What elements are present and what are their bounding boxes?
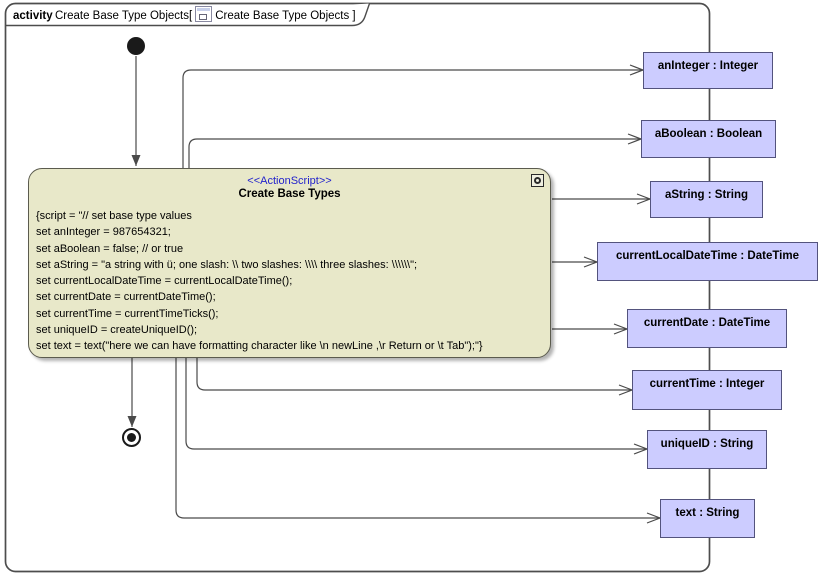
activity-final-node[interactable]	[122, 428, 141, 447]
script-line: set aString = "a string with ü; one slas…	[36, 258, 418, 271]
filled-arrowhead-action-to-final	[127, 416, 137, 427]
object-node-currentTime[interactable]: currentTime : Integer	[632, 370, 782, 410]
activity-keyword: activity	[13, 10, 53, 22]
script-line: set aBoolean = false; // or true	[36, 242, 184, 255]
behavior-icon-ring	[534, 177, 541, 184]
object-node-label: aString : String	[664, 189, 749, 201]
action-stereotype: <<ActionScript>>	[247, 175, 332, 187]
edge-to-anInteger[interactable]	[182, 69, 643, 168]
script-line: set text = text("here we can have format…	[36, 340, 483, 353]
action-node-create-base-types[interactable]: <<ActionScript>> Create Base Types {scri…	[28, 168, 551, 358]
object-node-label: aBoolean : Boolean	[654, 128, 763, 140]
edge-to-uniqueID[interactable]	[185, 358, 647, 450]
frame-title: activity Create Base Type Objects[ Create…	[13, 6, 356, 22]
frame-title-tab-border	[5, 3, 371, 27]
edge-to-currentTime[interactable]	[196, 358, 632, 391]
behavior-icon	[531, 174, 544, 187]
object-node-label: uniqueID : String	[660, 438, 754, 450]
edge-to-aBoolean[interactable]	[188, 138, 641, 168]
object-node-text[interactable]: text : String	[660, 499, 755, 538]
action-name: Create Base Types	[238, 188, 341, 200]
script-line: set uniqueID = createUniqueID();	[36, 324, 198, 337]
script-line: set currentTime = currentTimeTicks();	[36, 307, 219, 320]
object-node-aString[interactable]: aString : String	[650, 181, 763, 218]
object-node-aBoolean[interactable]: aBoolean : Boolean	[641, 120, 776, 158]
script-line: set anInteger = 987654321;	[36, 226, 171, 239]
object-node-anInteger[interactable]: anInteger : Integer	[643, 52, 773, 89]
script-line: set currentLocalDateTime = currentLocalD…	[36, 275, 293, 288]
object-node-label: currentDate : DateTime	[643, 317, 771, 329]
object-node-label: currentLocalDateTime : DateTime	[616, 250, 799, 262]
filled-arrowhead-initial-to-action	[131, 155, 141, 166]
object-node-currentDate[interactable]: currentDate : DateTime	[627, 309, 787, 348]
object-node-currentLocalDateTime[interactable]: currentLocalDateTime : DateTime	[597, 242, 818, 281]
script-line: set currentDate = currentDateTime();	[36, 291, 216, 304]
activity-diagram-icon	[195, 6, 213, 22]
object-node-label: text : String	[675, 507, 740, 519]
action-script: {script = "// set base type values set an…	[29, 208, 550, 355]
frame-title-part1: Create Base Type Objects[	[54, 10, 193, 22]
initial-node[interactable]	[127, 37, 145, 55]
object-node-label: currentTime : Integer	[649, 378, 765, 390]
edge-to-text[interactable]	[175, 358, 660, 519]
activity-diagram-icon-bar	[197, 8, 211, 11]
activity-final-node-core	[127, 433, 136, 442]
object-node-label: anInteger : Integer	[657, 60, 759, 72]
object-node-uniqueID[interactable]: uniqueID : String	[647, 430, 767, 469]
script-line: {script = "// set base type values	[36, 210, 192, 222]
activity-diagram-icon-glyph	[199, 14, 208, 20]
frame-title-part2: Create Base Type Objects ]	[215, 10, 356, 22]
